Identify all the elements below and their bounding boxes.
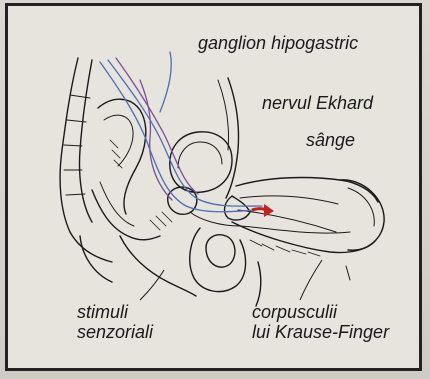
glans xyxy=(340,180,384,250)
pelvis-bone xyxy=(98,99,146,214)
penis-lower xyxy=(232,222,376,253)
thigh-outline xyxy=(120,236,196,296)
leader-stimuli xyxy=(140,270,164,300)
label-corpusculii-line1: corpusculii xyxy=(252,302,389,322)
prostate xyxy=(168,187,197,214)
corpus-line xyxy=(240,196,338,204)
pelvis-bone-inner xyxy=(104,115,133,166)
nerve-purple-1 xyxy=(116,58,198,194)
label-ganglion-hipogastric: ganglion hipogastric xyxy=(198,33,358,53)
scrotum xyxy=(190,228,246,292)
nerve-blue-1 xyxy=(100,62,256,212)
spine-outline xyxy=(60,58,112,262)
nerve-blue-3 xyxy=(160,52,171,112)
rectum xyxy=(92,190,160,240)
label-corpusculii-line2: lui Krause-Finger xyxy=(252,322,389,342)
label-sange: sânge xyxy=(306,130,355,150)
label-corpusculii: corpusculii lui Krause-Finger xyxy=(252,302,389,342)
leader-corpusculii xyxy=(300,260,322,300)
testis xyxy=(206,235,235,267)
label-stimuli-senzoriali: stimuli senzoriali xyxy=(77,302,153,342)
bladder xyxy=(170,132,232,193)
abdominal-wall xyxy=(226,78,239,198)
buttock xyxy=(80,236,112,282)
label-stimuli-line2: senzoriali xyxy=(77,322,153,342)
pubic-bone xyxy=(225,196,250,220)
label-stimuli-line1: stimuli xyxy=(77,302,153,322)
spine-inner xyxy=(80,60,93,222)
label-nervul-ekhard: nervul Ekhard xyxy=(262,93,373,113)
